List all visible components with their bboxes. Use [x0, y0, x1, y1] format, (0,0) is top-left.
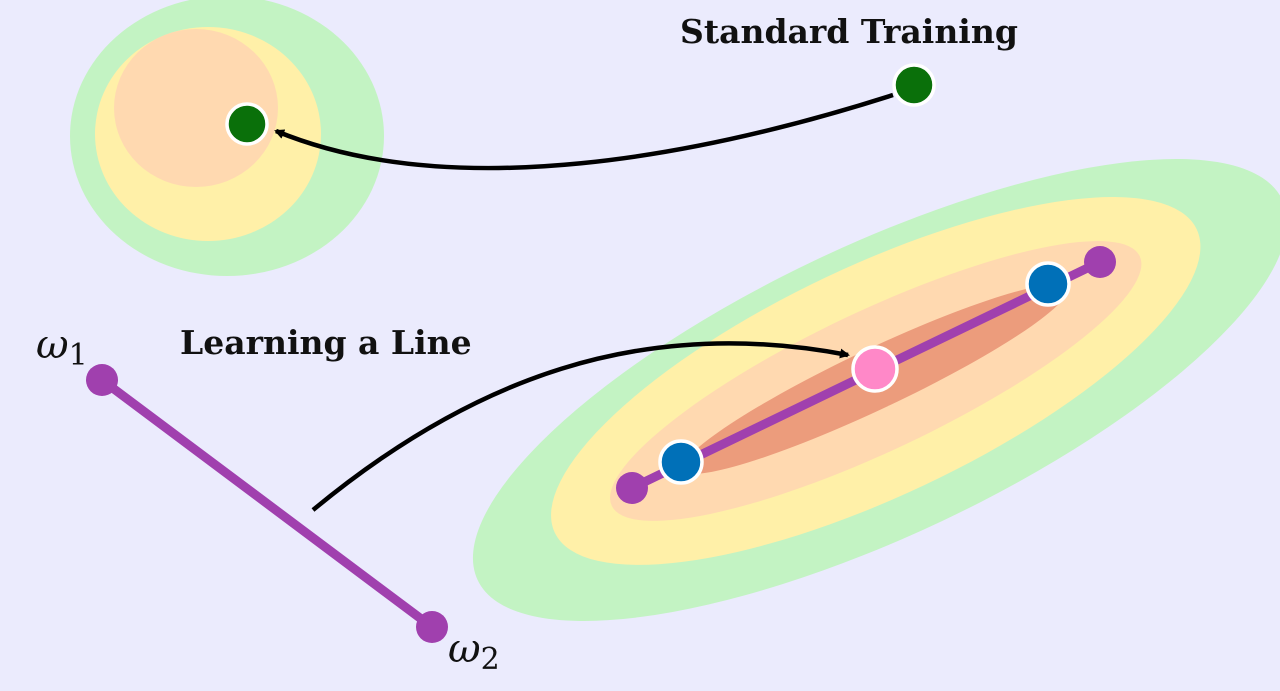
omega-1-endpoint: [86, 364, 118, 396]
blue-point-upper: [1025, 261, 1071, 307]
learning-line-arrow: [311, 341, 850, 512]
omega-1-label: ω1: [36, 322, 88, 373]
standard-minimum-point: [225, 102, 269, 146]
basin-inner-contour: [114, 29, 278, 187]
line-endpoint-upper: [1084, 246, 1116, 278]
standard-start-point: [892, 63, 936, 107]
blue-point-lower: [658, 439, 704, 485]
standard-training-arrow: [274, 92, 894, 171]
omega-2-label: ω2: [448, 626, 500, 677]
omega-2-symbol: ω: [448, 626, 481, 672]
standard-basin: [70, 0, 384, 276]
pink-point-middle: [851, 345, 899, 393]
omega-1-subscript: 1: [69, 338, 88, 373]
omega-2-endpoint: [416, 611, 448, 643]
standard-training-label: Standard Training: [680, 12, 1018, 51]
parameter-line-left: [97, 375, 437, 632]
omega-2-subscript: 2: [481, 642, 500, 677]
learning-a-line-label: Learning a Line: [180, 323, 472, 362]
line-endpoint-lower: [616, 472, 648, 504]
omega-1-symbol: ω: [36, 322, 69, 368]
